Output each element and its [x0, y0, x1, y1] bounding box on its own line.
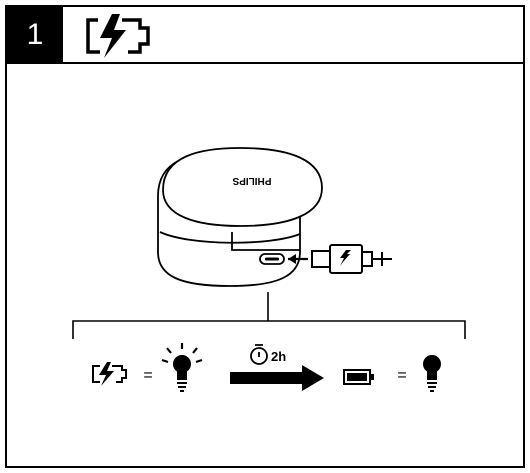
stopwatch-icon: [251, 345, 267, 364]
case-brand-label: PHILIPS: [232, 175, 271, 186]
equals-sign-2: =: [397, 367, 406, 384]
battery-full-icon: [344, 370, 374, 384]
bracket-connector: [73, 292, 465, 339]
led-off-icon: [423, 355, 441, 391]
battery-charging-icon: [88, 14, 148, 58]
legend-charging-icon: [93, 362, 126, 386]
charging-legend: = 2h =: [93, 343, 441, 391]
charging-case-icon: [158, 148, 322, 286]
arrow-right-icon: [230, 365, 324, 391]
led-on-icon: [162, 343, 202, 391]
equals-sign-1: =: [143, 367, 152, 384]
time-label: 2h: [271, 349, 286, 364]
usb-c-cable-icon: [288, 245, 392, 273]
